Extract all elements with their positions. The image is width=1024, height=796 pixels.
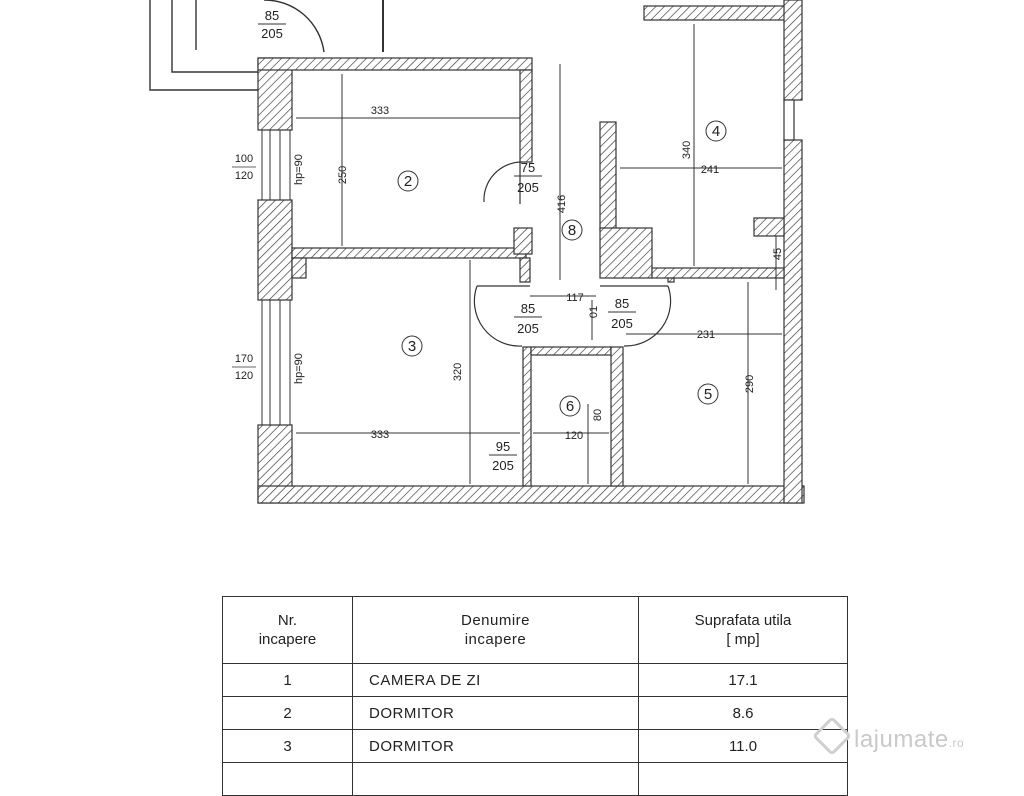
watermark-brand: lajumate: [854, 726, 949, 753]
svg-text:120: 120: [235, 170, 253, 182]
svg-text:8: 8: [568, 222, 576, 239]
svg-text:2: 2: [404, 173, 412, 190]
svg-text:80: 80: [592, 409, 604, 421]
table-row-partial: [222, 762, 848, 796]
row-nr: 3: [222, 729, 353, 763]
floor-plan: 85 205: [149, 0, 805, 504]
row-name: DORMITOR: [352, 729, 639, 763]
header-nr: Nr. incapere: [222, 596, 353, 664]
svg-text:hp=90: hp=90: [293, 154, 305, 185]
svg-text:hp=90: hp=90: [293, 353, 305, 384]
room-number-6: 6: [559, 395, 581, 417]
room-number-4: 4: [705, 120, 727, 142]
door-label: 205: [261, 26, 283, 41]
svg-text:205: 205: [517, 180, 539, 195]
svg-text:100: 100: [235, 153, 253, 165]
svg-text:205: 205: [492, 458, 514, 473]
svg-text:241: 241: [701, 164, 719, 176]
svg-text:45: 45: [772, 248, 784, 260]
header-area: Suprafata utila [ mp]: [638, 596, 848, 664]
svg-text:170: 170: [235, 353, 253, 365]
watermark-tld: .ro: [948, 736, 965, 750]
entrance-fragment: [149, 0, 384, 91]
window-label-bottom: 170 120 hp=90: [232, 353, 305, 384]
svg-text:85: 85: [615, 296, 629, 311]
dimension-labels: 333 250 333 320 416 117 01 241 340 45 23…: [337, 105, 784, 442]
svg-text:4: 4: [712, 123, 720, 140]
svg-text:5: 5: [704, 386, 712, 403]
room-number-8: 8: [561, 219, 583, 241]
svg-text:205: 205: [611, 316, 633, 331]
svg-text:320: 320: [452, 363, 464, 381]
row-area: 17.1: [638, 663, 848, 697]
room-area-table: Nr. incapere Denumire incapere Suprafata…: [222, 596, 848, 796]
dimension-lines: [296, 24, 782, 484]
table-row: 3 DORMITOR 11.0: [222, 729, 848, 763]
room-number-3: 3: [401, 335, 423, 357]
svg-text:340: 340: [681, 141, 693, 159]
table-row: 1 CAMERA DE ZI 17.1: [222, 663, 848, 697]
svg-text:75: 75: [521, 160, 535, 175]
window-left-top: [261, 130, 291, 200]
svg-text:333: 333: [371, 429, 389, 441]
row-name: DORMITOR: [352, 696, 639, 730]
table-header-row: Nr. incapere Denumire incapere Suprafata…: [222, 596, 848, 664]
svg-text:416: 416: [556, 195, 568, 213]
room-number-2: 2: [397, 170, 419, 192]
door-arcs: [473, 161, 672, 347]
header-name: Denumire incapere: [352, 596, 639, 664]
svg-text:120: 120: [565, 430, 583, 442]
row-area: 11.0: [638, 729, 848, 763]
row-nr: 2: [222, 696, 353, 730]
svg-text:120: 120: [235, 370, 253, 382]
svg-text:231: 231: [697, 329, 715, 341]
window-left-bottom: [261, 300, 291, 425]
svg-text:333: 333: [371, 105, 389, 117]
window-label-top: 100 120 hp=90: [232, 153, 305, 185]
svg-text:117: 117: [566, 292, 584, 304]
row-name: CAMERA DE ZI: [352, 663, 639, 697]
svg-text:6: 6: [566, 398, 574, 415]
watermark: lajumate.ro: [812, 716, 965, 756]
svg-text:205: 205: [517, 321, 539, 336]
svg-text:250: 250: [337, 166, 349, 184]
row-nr: 1: [222, 663, 353, 697]
svg-text:3: 3: [408, 338, 416, 355]
row-area: 8.6: [638, 696, 848, 730]
door-label: 85: [265, 8, 279, 23]
room-number-5: 5: [697, 383, 719, 405]
watermark-logo-icon: [812, 716, 852, 756]
svg-text:95: 95: [496, 439, 510, 454]
walls: [257, 0, 805, 504]
svg-text:290: 290: [744, 375, 756, 393]
svg-text:01: 01: [588, 306, 600, 318]
door-labels: 75 205 85 205 85 205 95 205: [489, 160, 636, 473]
table-row: 2 DORMITOR 8.6: [222, 696, 848, 730]
svg-text:85: 85: [521, 301, 535, 316]
